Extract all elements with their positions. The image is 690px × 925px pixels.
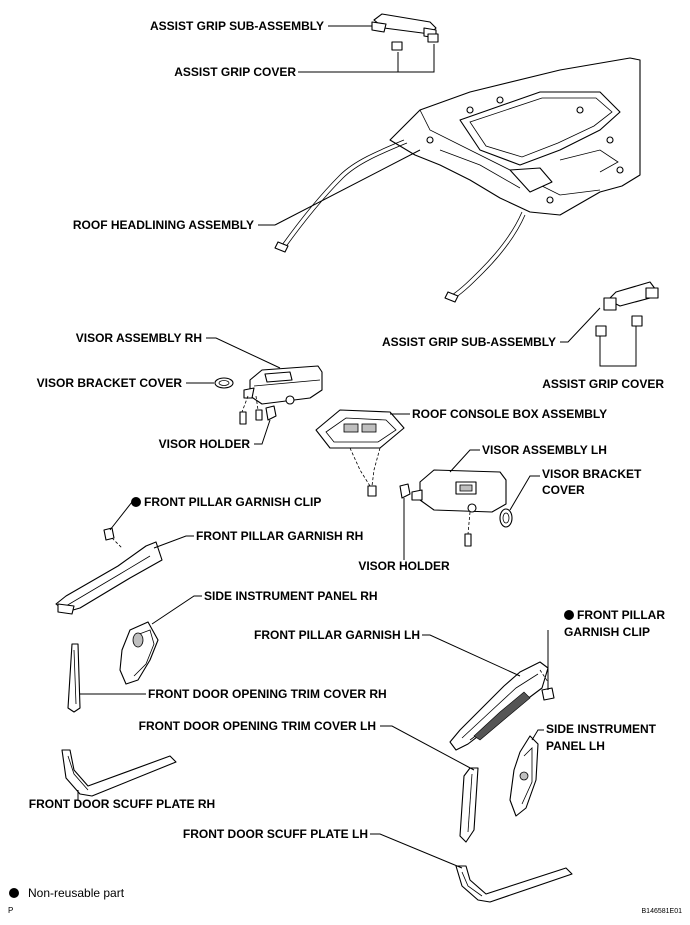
visor-holder-right: [399, 483, 472, 547]
label-front-pillar-garnish-clip-right-line1: FRONT PILLAR: [577, 608, 665, 622]
front-pillar-garnish-clip-right: [541, 687, 555, 701]
visor-assembly-lh: [411, 469, 507, 513]
front-door-scuff-plate-rh: [61, 749, 177, 797]
label-side-instrument-panel-lh-line1: SIDE INSTRUMENT: [546, 722, 657, 736]
label-visor-assembly-lh: VISOR ASSEMBLY LH: [482, 443, 607, 457]
label-visor-holder-left: VISOR HOLDER: [159, 437, 251, 451]
front-pillar-garnish-clip-left: [103, 527, 115, 541]
label-side-instrument-panel-lh-line2: PANEL LH: [546, 739, 605, 753]
label-front-door-scuff-plate-rh: FRONT DOOR SCUFF PLATE RH: [29, 797, 215, 811]
label-assist-grip-cover-top: ASSIST GRIP COVER: [174, 65, 296, 79]
label-visor-holder-right: VISOR HOLDER: [358, 559, 450, 573]
label-visor-bracket-cover-right-line1: VISOR BRACKET: [542, 467, 642, 481]
label-assist-grip-cover-right: ASSIST GRIP COVER: [542, 377, 664, 391]
label-visor-assembly-rh: VISOR ASSEMBLY RH: [76, 331, 202, 345]
front-door-scuff-plate-lh: [455, 865, 573, 903]
roof-headlining-assembly: [274, 57, 641, 303]
visor-assembly-rh: [243, 365, 323, 405]
visor-holder-left: [239, 395, 277, 425]
label-visor-bracket-cover-left: VISOR BRACKET COVER: [37, 376, 183, 390]
figure-code: B146581E01: [642, 908, 683, 915]
assist-grip-right: [595, 281, 659, 337]
label-front-door-opening-trim-cover-rh: FRONT DOOR OPENING TRIM COVER RH: [148, 687, 387, 701]
label-assist-grip-sub-assembly-right: ASSIST GRIP SUB-ASSEMBLY: [382, 335, 556, 349]
non-reusable-marker-right: [564, 610, 574, 620]
visor-bracket-cover-left: [214, 377, 234, 389]
label-front-door-opening-trim-cover-lh: FRONT DOOR OPENING TRIM COVER LH: [139, 719, 376, 733]
front-pillar-garnish-lh: [449, 661, 549, 751]
corner-mark: P: [8, 906, 13, 915]
label-front-pillar-garnish-lh: FRONT PILLAR GARNISH LH: [254, 628, 420, 642]
label-front-pillar-garnish-rh: FRONT PILLAR GARNISH RH: [196, 529, 363, 543]
side-instrument-panel-lh: [509, 735, 539, 817]
side-instrument-panel-rh: [119, 621, 159, 685]
label-front-pillar-garnish-clip-left: FRONT PILLAR GARNISH CLIP: [144, 495, 321, 509]
visor-bracket-cover-right: [499, 508, 513, 528]
label-visor-bracket-cover-right-line2: COVER: [542, 483, 585, 497]
front-door-opening-trim-cover-rh: [67, 643, 81, 713]
label-front-door-scuff-plate-lh: FRONT DOOR SCUFF PLATE LH: [183, 827, 368, 841]
non-reusable-marker-left: [131, 497, 141, 507]
label-front-pillar-garnish-clip-right-line2: GARNISH CLIP: [564, 625, 650, 639]
assist-grip-top: [371, 13, 439, 51]
front-pillar-garnish-rh: [55, 537, 163, 615]
label-side-instrument-panel-rh: SIDE INSTRUMENT PANEL RH: [204, 589, 378, 603]
label-roof-headlining-assembly: ROOF HEADLINING ASSEMBLY: [73, 218, 254, 232]
legend-non-reusable-marker: [9, 888, 19, 898]
front-door-opening-trim-cover-lh: [459, 767, 479, 843]
roof-console-box-assembly: [315, 409, 405, 497]
legend-non-reusable-text: Non-reusable part: [28, 886, 125, 900]
label-assist-grip-sub-assembly-top: ASSIST GRIP SUB-ASSEMBLY: [150, 19, 324, 33]
label-roof-console-box-assembly: ROOF CONSOLE BOX ASSEMBLY: [412, 407, 607, 421]
